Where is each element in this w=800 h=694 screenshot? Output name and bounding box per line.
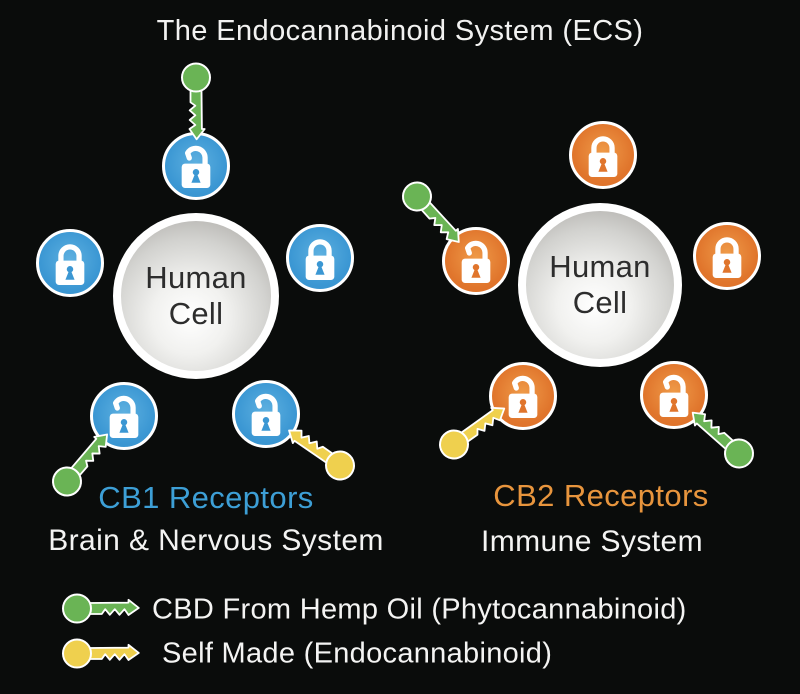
cb1-receptors-label: CB1 Receptors bbox=[98, 480, 314, 515]
cb2-receptor-top bbox=[569, 121, 637, 189]
green-key-icon bbox=[174, 60, 219, 146]
cb1-receptor-bottom-right bbox=[232, 380, 300, 448]
lock-closed-icon bbox=[706, 235, 748, 279]
cb2-receptor-right bbox=[693, 222, 761, 290]
lock-closed-icon bbox=[299, 237, 341, 281]
immune-system-label: Immune System bbox=[481, 525, 703, 558]
page-title: The Endocannabinoid System (ECS) bbox=[156, 15, 644, 47]
cb1-receptor-right bbox=[286, 224, 354, 292]
brain-nervous-system-label: Brain & Nervous System bbox=[48, 524, 384, 557]
cb2-receptors-label: CB2 Receptors bbox=[493, 478, 709, 513]
legend-phytocannabinoid-label: CBD From Hemp Oil (Phytocannabinoid) bbox=[152, 593, 687, 626]
human-cell-right: Human Cell bbox=[518, 203, 682, 367]
human-cell-label: Human Cell bbox=[549, 249, 651, 320]
lock-open-icon bbox=[175, 145, 217, 189]
lock-closed-icon bbox=[582, 134, 624, 178]
lock-closed-icon bbox=[49, 242, 91, 286]
yellow-key-icon bbox=[59, 631, 145, 676]
green-key-icon bbox=[59, 586, 145, 631]
human-cell-left: Human Cell bbox=[113, 213, 279, 379]
human-cell-label: Human Cell bbox=[145, 260, 247, 331]
legend-endocannabinoid-label: Self Made (Endocannabinoid) bbox=[162, 637, 553, 670]
cb1-receptor-left bbox=[36, 229, 104, 297]
